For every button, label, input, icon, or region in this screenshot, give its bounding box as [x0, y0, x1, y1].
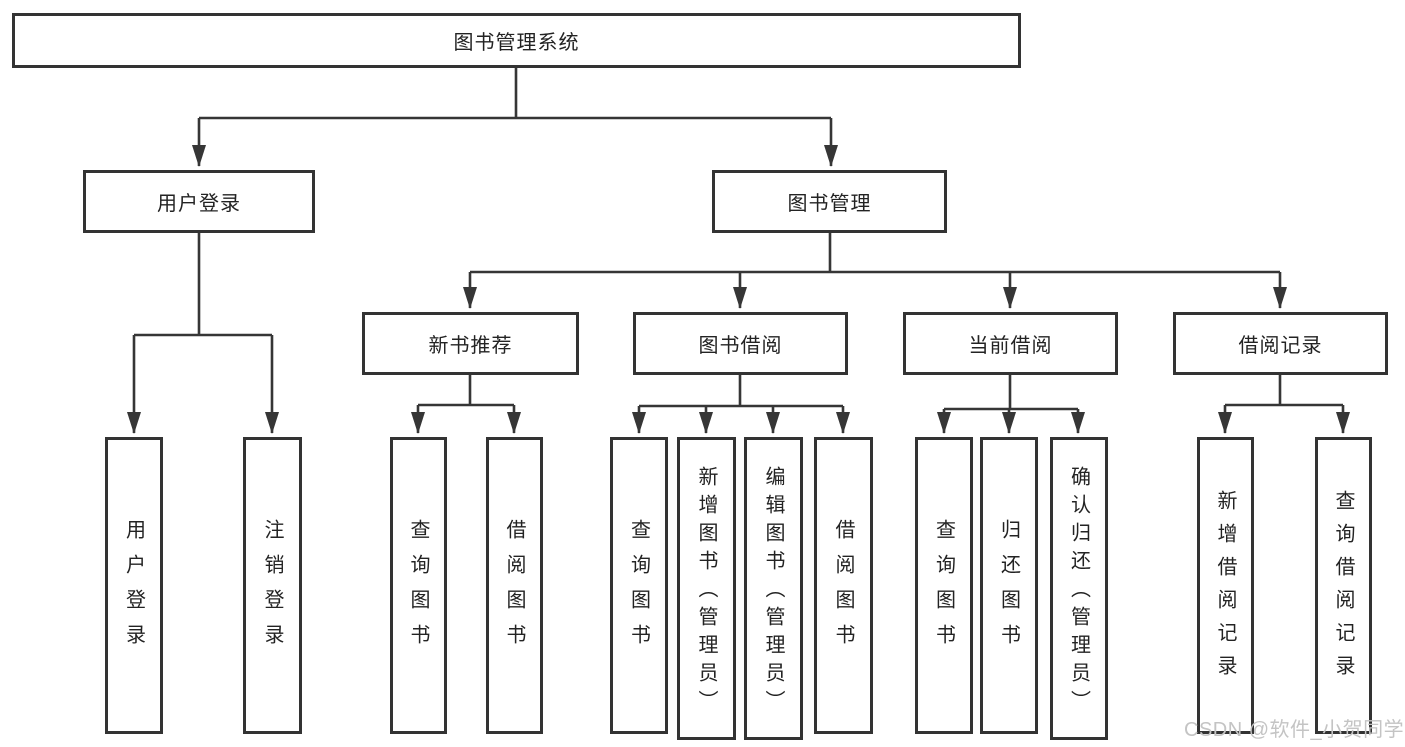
- connector-root-to-level2: [192, 68, 838, 167]
- node-root-library-system: 图书管理系统: [12, 13, 1021, 68]
- leaf-borrow-query-books: 查询图书: [610, 437, 668, 734]
- leaf-borrow-edit-books-admin: 编辑图书（管理员）: [744, 437, 803, 740]
- node-borrow-record: 借阅记录: [1173, 312, 1388, 375]
- leaf-record-add-borrow-record: 新增借阅记录: [1197, 437, 1254, 734]
- leaf-user-login: 用户登录: [105, 437, 163, 734]
- node-user-login: 用户登录: [83, 170, 315, 233]
- node-new-book-recommend: 新书推荐: [362, 312, 579, 375]
- leaf-borrow-borrow-books: 借阅图书: [814, 437, 873, 734]
- leaf-current-return-books: 归还图书: [980, 437, 1038, 734]
- leaf-record-query-borrow-record: 查询借阅记录: [1315, 437, 1372, 734]
- connector-current-borrow-children: [937, 375, 1085, 434]
- leaf-logout: 注销登录: [243, 437, 302, 734]
- leaf-current-confirm-return-admin: 确认归还（管理员）: [1050, 437, 1108, 740]
- leaf-newbook-query-books: 查询图书: [390, 437, 447, 734]
- connector-book-borrow-children: [632, 375, 850, 434]
- connector-borrow-record-children: [1218, 375, 1350, 434]
- leaf-borrow-add-books-admin: 新增图书（管理员）: [677, 437, 736, 740]
- leaf-newbook-borrow-books: 借阅图书: [486, 437, 543, 734]
- node-book-borrow: 图书借阅: [633, 312, 848, 375]
- node-book-management: 图书管理: [712, 170, 947, 233]
- connector-user-login-children: [127, 233, 279, 434]
- node-current-borrow: 当前借阅: [903, 312, 1118, 375]
- csdn-watermark: CSDN @软件_小贺同学: [1184, 719, 1405, 741]
- leaf-current-query-books: 查询图书: [915, 437, 973, 734]
- connector-book-management-to-level3: [463, 233, 1287, 309]
- connector-new-book-children: [411, 375, 521, 434]
